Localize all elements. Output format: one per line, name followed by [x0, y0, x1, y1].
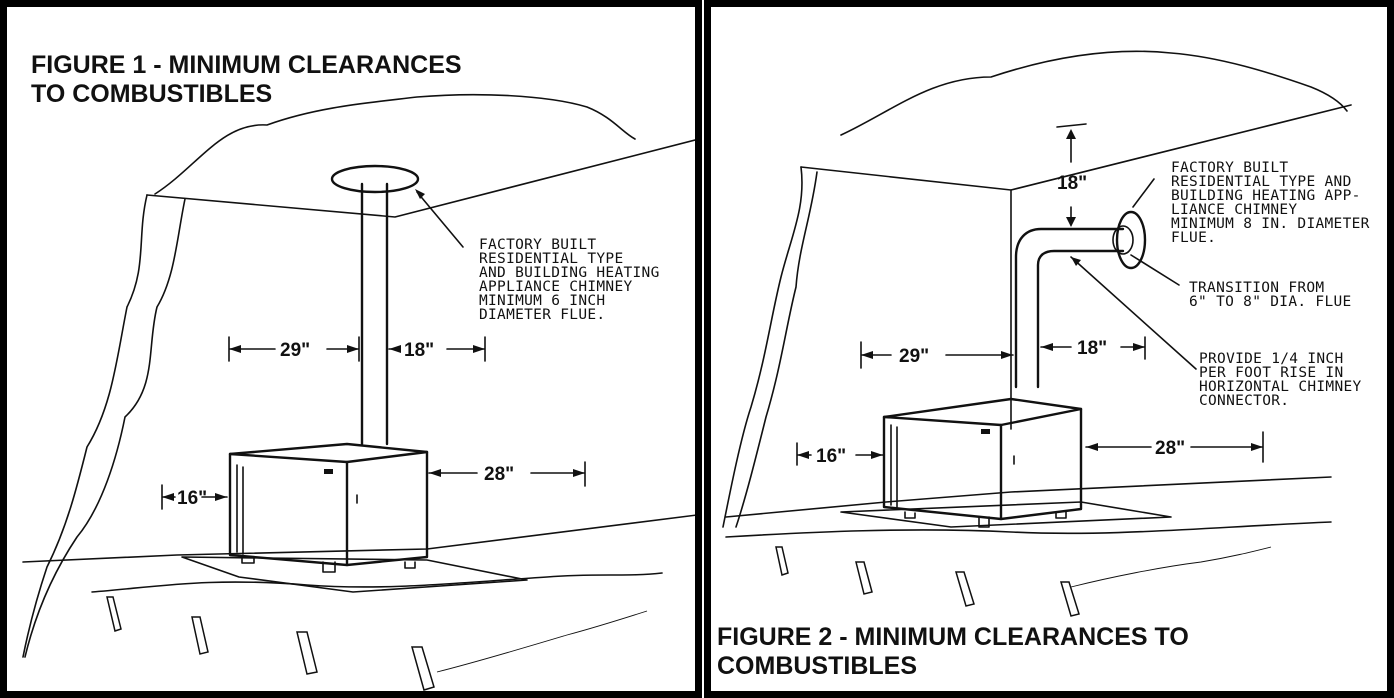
- svg-text:MINIMUM 8 IN. DIAMETER: MINIMUM 8 IN. DIAMETER: [1171, 216, 1370, 232]
- floor-edge: [725, 476, 1332, 518]
- floor-protector: [840, 501, 1172, 528]
- svg-text:PER FOOT RISE IN: PER FOOT RISE IN: [1199, 365, 1343, 381]
- figure-1-illustration: 29" 18" 16" 28" FACTORY BUILT RESIDENTIA…: [22, 93, 695, 691]
- svg-text:FLUE.: FLUE.: [1171, 230, 1216, 246]
- svg-text:FACTORY BUILT: FACTORY BUILT: [1171, 160, 1288, 176]
- dim-28-label: 28": [1155, 438, 1185, 459]
- left-wall-edge-inner: [22, 194, 148, 658]
- figure-1-title: FIGURE 1 - MINIMUM CLEARANCES TO COMBUST…: [31, 51, 462, 108]
- floor-front: [725, 521, 1332, 538]
- heater-cabinet: [882, 397, 1083, 528]
- transition-callout-arrow: [1130, 254, 1180, 286]
- floor-edge: [22, 514, 695, 563]
- chimney-thimble: [1115, 210, 1147, 270]
- svg-text:PROVIDE 1/4 INCH: PROVIDE 1/4 INCH: [1199, 351, 1343, 367]
- left-wall-edge-inner: [735, 171, 818, 528]
- svg-text:RESIDENTIAL TYPE: RESIDENTIAL TYPE: [479, 251, 623, 267]
- floor-front: [91, 572, 663, 593]
- left-wall-edge: [722, 166, 803, 528]
- svg-text:FACTORY BUILT: FACTORY BUILT: [479, 237, 596, 253]
- svg-text:APPLIANCE CHIMNEY: APPLIANCE CHIMNEY: [479, 279, 633, 295]
- svg-text:DIAMETER FLUE.: DIAMETER FLUE.: [479, 307, 605, 323]
- svg-text:6" TO 8" DIA. FLUE: 6" TO 8" DIA. FLUE: [1189, 294, 1352, 310]
- dimension-lines: [796, 336, 1264, 466]
- svg-text:RESIDENTIAL TYPE AND: RESIDENTIAL TYPE AND: [1171, 174, 1352, 190]
- chimney-callout-text: FACTORY BUILT RESIDENTIAL TYPE AND BUILD…: [1171, 160, 1370, 246]
- dim-ceiling-label: 18": [1057, 173, 1087, 194]
- dim-16-label: 16": [177, 488, 207, 509]
- ceiling-cloud: [840, 50, 1348, 136]
- transition-fitting: [1112, 225, 1134, 255]
- svg-text:TRANSITION FROM: TRANSITION FROM: [1189, 280, 1324, 296]
- dim-18-label: 18": [404, 340, 434, 361]
- rise-callout-arrow: [1070, 256, 1197, 370]
- dimension-lines: [161, 336, 586, 510]
- dim-29-label: 29": [899, 346, 929, 367]
- callout-arrow: [416, 191, 464, 248]
- floor-joists: [106, 596, 648, 691]
- svg-text:BUILDING HEATING APP-: BUILDING HEATING APP-: [1171, 188, 1361, 204]
- left-wall-edge: [24, 198, 186, 658]
- dim-16-label: 16": [816, 446, 846, 467]
- svg-text:LIANCE CHIMNEY: LIANCE CHIMNEY: [1171, 202, 1297, 218]
- rise-callout-text: PROVIDE 1/4 INCH PER FOOT RISE IN HORIZO…: [1199, 351, 1362, 409]
- chimney-callout-arrow: [1132, 178, 1155, 208]
- floor-protector: [181, 556, 528, 593]
- floor-joists: [775, 546, 1272, 617]
- figure-1-panel: 29" 18" 16" 28" FACTORY BUILT RESIDENTIA…: [0, 0, 702, 698]
- svg-text:CONNECTOR.: CONNECTOR.: [1199, 393, 1289, 409]
- svg-text:MINIMUM 6 INCH: MINIMUM 6 INCH: [479, 293, 605, 309]
- dim-18-label: 18": [1077, 338, 1107, 359]
- figure-2-title: FIGURE 2 - MINIMUM CLEARANCES TO COMBUST…: [717, 623, 1189, 680]
- chimney-callout-text: FACTORY BUILT RESIDENTIAL TYPE AND BUILD…: [479, 237, 660, 323]
- figure-2-illustration: 18" 29" 18" 16" 28": [722, 50, 1370, 617]
- dim-29-label: 29": [280, 340, 310, 361]
- svg-text:AND BUILDING HEATING: AND BUILDING HEATING: [479, 265, 660, 281]
- transition-callout-text: TRANSITION FROM 6" TO 8" DIA. FLUE: [1189, 280, 1352, 310]
- figure-2-panel: 18" 29" 18" 16" 28": [704, 0, 1394, 698]
- heater-cabinet: [228, 442, 429, 573]
- flue-pipe: [360, 182, 389, 446]
- ceiling-outline: [146, 139, 695, 218]
- flue-pipe: [1014, 227, 1125, 389]
- chimney-collar: [330, 164, 420, 194]
- ceiling-cloud: [154, 93, 636, 195]
- dim-28-label: 28": [484, 464, 514, 485]
- svg-text:HORIZONTAL CHIMNEY: HORIZONTAL CHIMNEY: [1199, 379, 1362, 395]
